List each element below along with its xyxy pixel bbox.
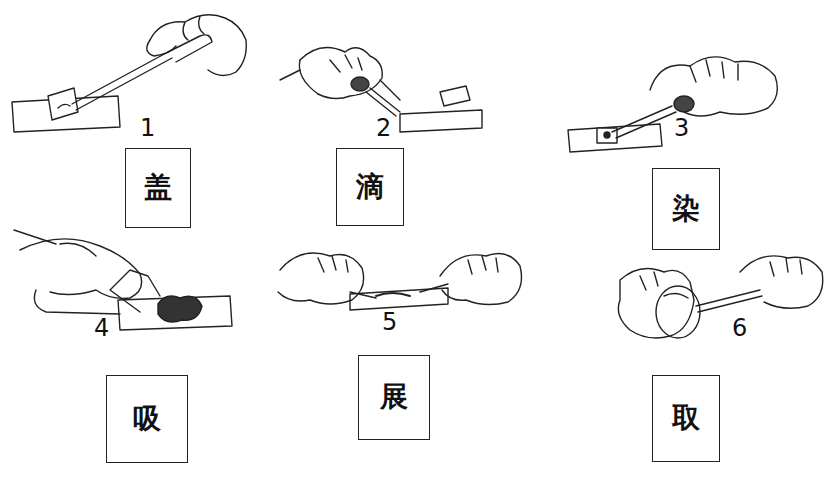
step-label-box: 染 xyxy=(652,168,720,250)
callout-number: 6 xyxy=(732,316,747,340)
step-label-box: 取 xyxy=(652,375,720,462)
step3-sketch xyxy=(568,57,777,152)
callout-number: 4 xyxy=(94,316,109,340)
step-label-box: 吸 xyxy=(106,375,188,463)
step6-sketch xyxy=(618,256,822,338)
step-label-box: 盖 xyxy=(125,148,191,228)
step-label-box: 滴 xyxy=(336,148,404,226)
step-label-box: 展 xyxy=(358,355,430,440)
step1-sketch xyxy=(12,15,246,132)
step-word: 染 xyxy=(672,194,700,225)
step-word: 滴 xyxy=(356,172,384,203)
callout-number: 3 xyxy=(674,116,689,140)
callout-number: 5 xyxy=(382,310,397,334)
step-word: 吸 xyxy=(133,404,161,435)
callout-number: 2 xyxy=(376,116,391,140)
step-word: 盖 xyxy=(144,173,172,204)
callout-number: 1 xyxy=(140,116,155,140)
step4-sketch xyxy=(14,230,232,330)
step5-sketch xyxy=(278,253,522,310)
step-word: 取 xyxy=(672,403,700,434)
step-word: 展 xyxy=(380,382,408,413)
